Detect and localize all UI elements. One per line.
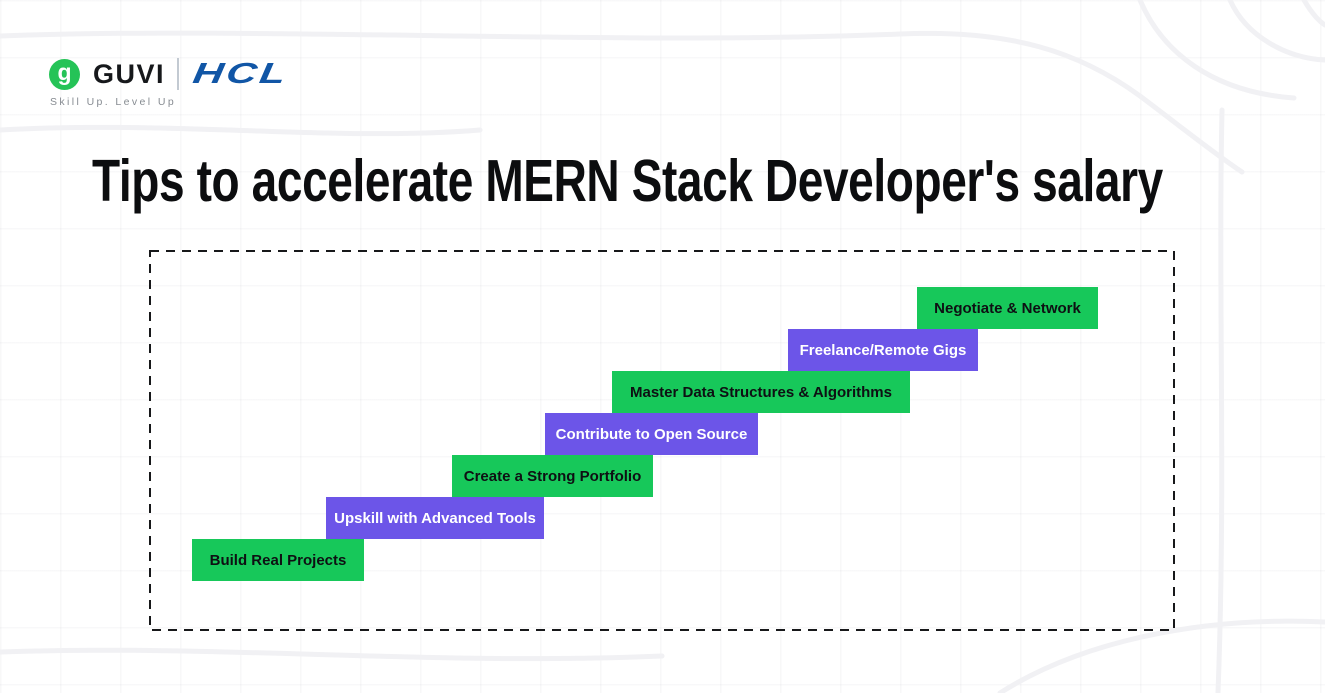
step-upskill-advanced-tools: Upskill with Advanced Tools <box>326 497 544 539</box>
guvi-g-glyph: g <box>57 58 72 85</box>
staircase-frame: Build Real Projects Upskill with Advance… <box>149 250 1175 631</box>
logo-divider <box>177 58 180 90</box>
brand-tagline: Skill Up. Level Up <box>50 96 177 108</box>
step-freelance-remote-gigs: Freelance/Remote Gigs <box>788 329 978 371</box>
step-label: Upskill with Advanced Tools <box>334 509 536 527</box>
hcl-wordmark: HCL <box>190 57 291 90</box>
step-label: Master Data Structures & Algorithms <box>629 383 892 401</box>
step-master-dsa: Master Data Structures & Algorithms <box>612 371 910 413</box>
step-label: Contribute to Open Source <box>555 425 748 443</box>
step-label: Create a Strong Portfolio <box>463 467 642 485</box>
step-label: Negotiate & Network <box>934 299 1081 317</box>
step-label: Freelance/Remote Gigs <box>799 341 967 359</box>
step-contribute-open-source: Contribute to Open Source <box>545 413 758 455</box>
guvi-wordmark: GUVI <box>93 58 166 89</box>
step-create-strong-portfolio: Create a Strong Portfolio <box>452 455 653 497</box>
guvi-logo-icon: g <box>49 58 80 90</box>
page-title: Tips to accelerate MERN Stack Developer'… <box>92 148 1163 214</box>
step-label: Build Real Projects <box>209 551 347 569</box>
step-negotiate-network: Negotiate & Network <box>917 287 1098 329</box>
step-build-real-projects: Build Real Projects <box>192 539 364 581</box>
brand-lockup: g GUVI HCL <box>49 57 291 91</box>
dashed-border <box>149 250 1175 631</box>
